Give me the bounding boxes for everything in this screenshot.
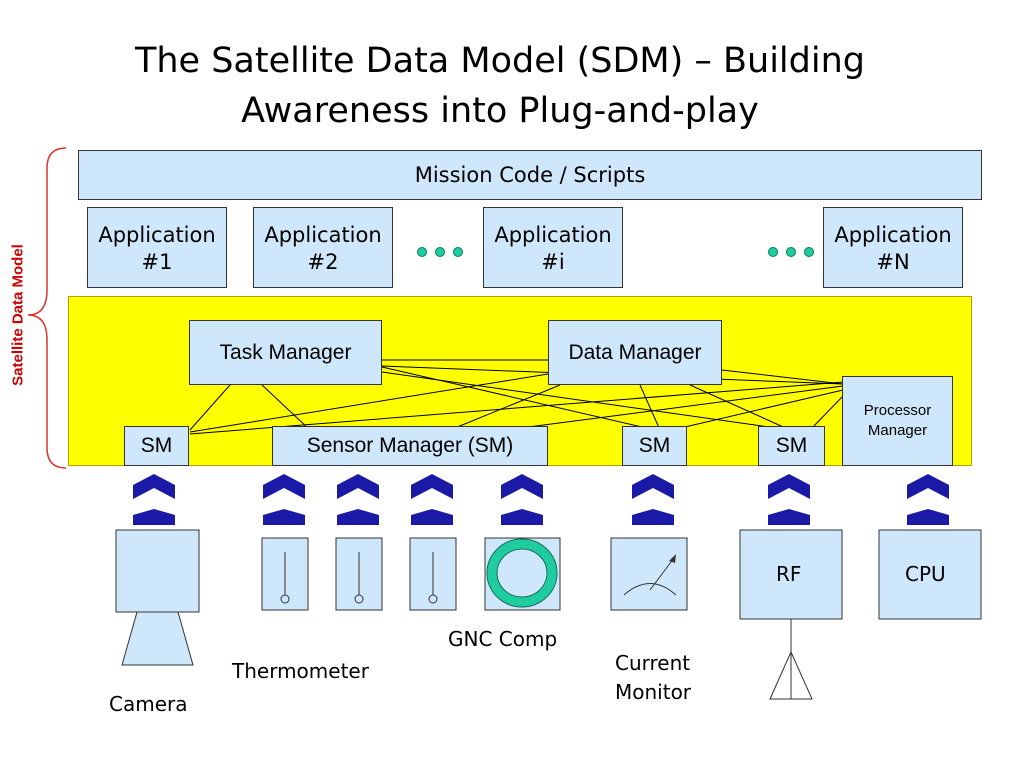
application-2-box: Application #2 bbox=[253, 207, 393, 288]
rf-antenna-icon bbox=[739, 529, 843, 700]
application-n-box: Application #N bbox=[823, 207, 963, 288]
processor-manager-label-2: Manager bbox=[867, 422, 928, 439]
application-n-label: Application bbox=[834, 223, 952, 247]
mission-code-box: Mission Code / Scripts bbox=[78, 150, 982, 200]
current-meter-icon bbox=[610, 537, 688, 611]
application-1-label: Application bbox=[98, 223, 216, 247]
data-manager-box: Data Manager bbox=[548, 320, 722, 385]
sm-rf-label: SM bbox=[775, 434, 808, 457]
brace-icon bbox=[27, 147, 67, 469]
gnc-comp-label: GNC Comp bbox=[448, 627, 558, 651]
cpu-icon bbox=[878, 529, 982, 620]
processor-manager-box: Processor Manager bbox=[842, 376, 953, 466]
sensor-manager-box: Sensor Manager (SM) bbox=[272, 426, 548, 466]
thermometer-icon bbox=[261, 537, 457, 611]
application-2-number: #2 bbox=[307, 250, 339, 274]
sensor-manager-label: Sensor Manager (SM) bbox=[306, 434, 514, 457]
mission-code-label: Mission Code / Scripts bbox=[414, 163, 646, 187]
application-1-box: Application #1 bbox=[87, 207, 227, 288]
task-manager-box: Task Manager bbox=[189, 320, 382, 385]
application-n-number: #N bbox=[876, 250, 910, 274]
gnc-ring-icon bbox=[484, 537, 561, 611]
sm-rf-box: SM bbox=[758, 426, 825, 466]
application-i-label: Application bbox=[494, 223, 612, 247]
processor-manager-label-1: Processor bbox=[863, 402, 932, 419]
sm-camera-box: SM bbox=[124, 426, 189, 466]
current-monitor-label-1: Current bbox=[615, 651, 691, 675]
camera-icon bbox=[115, 529, 200, 666]
application-i-box: Application #i bbox=[483, 207, 623, 288]
slide-title: The Satellite Data Model (SDM) – Buildin… bbox=[134, 41, 865, 131]
application-1-number: #1 bbox=[141, 250, 173, 274]
application-i-number: #i bbox=[541, 250, 565, 274]
thermometer-label: Thermometer bbox=[232, 659, 369, 683]
sm-current-box: SM bbox=[622, 426, 687, 466]
sm-camera-label: SM bbox=[140, 434, 173, 457]
data-manager-label: Data Manager bbox=[568, 340, 702, 364]
application-2-label: Application bbox=[264, 223, 382, 247]
connector-icon bbox=[133, 474, 949, 525]
sm-current-label: SM bbox=[638, 434, 671, 457]
rf-label: RF bbox=[776, 562, 802, 586]
task-manager-label: Task Manager bbox=[219, 340, 352, 364]
camera-label: Camera bbox=[109, 692, 188, 716]
cpu-label: CPU bbox=[905, 562, 946, 586]
current-monitor-label-2: Monitor bbox=[615, 680, 692, 704]
